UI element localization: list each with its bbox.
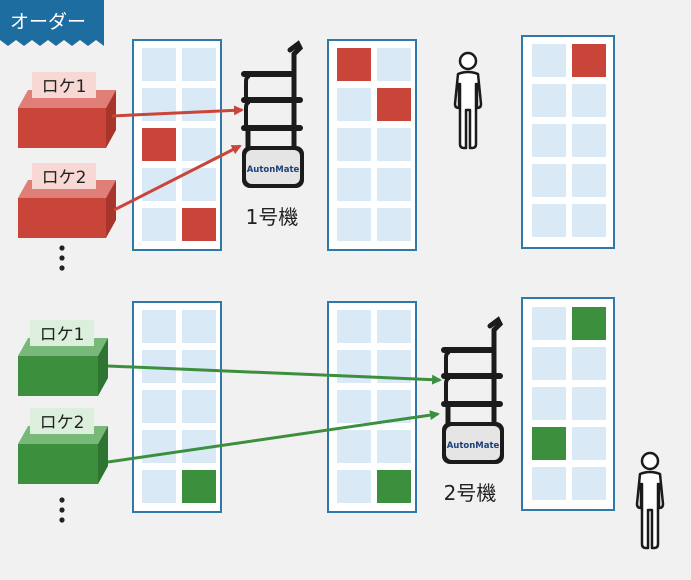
order-tag-bg [0, 0, 104, 46]
person-icon [635, 451, 665, 550]
vertical-ellipsis-icon [59, 497, 65, 523]
robot1-label: 1号機 [246, 205, 299, 229]
robot2-brand: AutonMate [447, 441, 500, 451]
top-shelf-3 [521, 35, 615, 249]
bottom-loc2-label: ロケ2 [40, 413, 85, 433]
bottom-shelf-1 [132, 301, 222, 513]
robot1-brand: AutonMate [247, 165, 300, 175]
top-shelf-1 [132, 39, 222, 251]
bottom-loc2-label-bg [30, 408, 94, 434]
robot-cart-icon: AutonMate [442, 320, 504, 464]
vertical-ellipsis-icon [59, 245, 65, 271]
top-location-1: ロケ1 [18, 72, 116, 148]
bottom-location-1: ロケ1 [18, 320, 108, 396]
bottom-shelf-3 [521, 297, 615, 511]
order-tag-label: オーダー [10, 11, 86, 33]
top-location-2: ロケ2 [18, 163, 116, 238]
top-shelf-2 [327, 39, 417, 251]
top-arrow-2 [113, 144, 242, 212]
top-loc2-label: ロケ2 [42, 168, 87, 188]
bottom-location-2: ロケ2 [18, 408, 108, 484]
top-loc1-label-bg [32, 72, 96, 98]
robot2-label: 2号機 [444, 481, 497, 505]
top-loc1-label: ロケ1 [42, 77, 87, 97]
top-loc2-label-bg [32, 163, 96, 189]
robot-cart-icon: AutonMate [242, 44, 304, 188]
top-arrow-1 [111, 105, 244, 118]
bottom-arrow-1 [107, 364, 442, 385]
bottom-shelf-2 [327, 301, 417, 513]
bottom-loc1-label: ロケ1 [40, 325, 85, 345]
person-icon [453, 51, 483, 150]
order-tag: オーダー [0, 0, 104, 46]
bottom-loc1-label-bg [30, 320, 94, 346]
bottom-arrow-2 [107, 410, 440, 464]
